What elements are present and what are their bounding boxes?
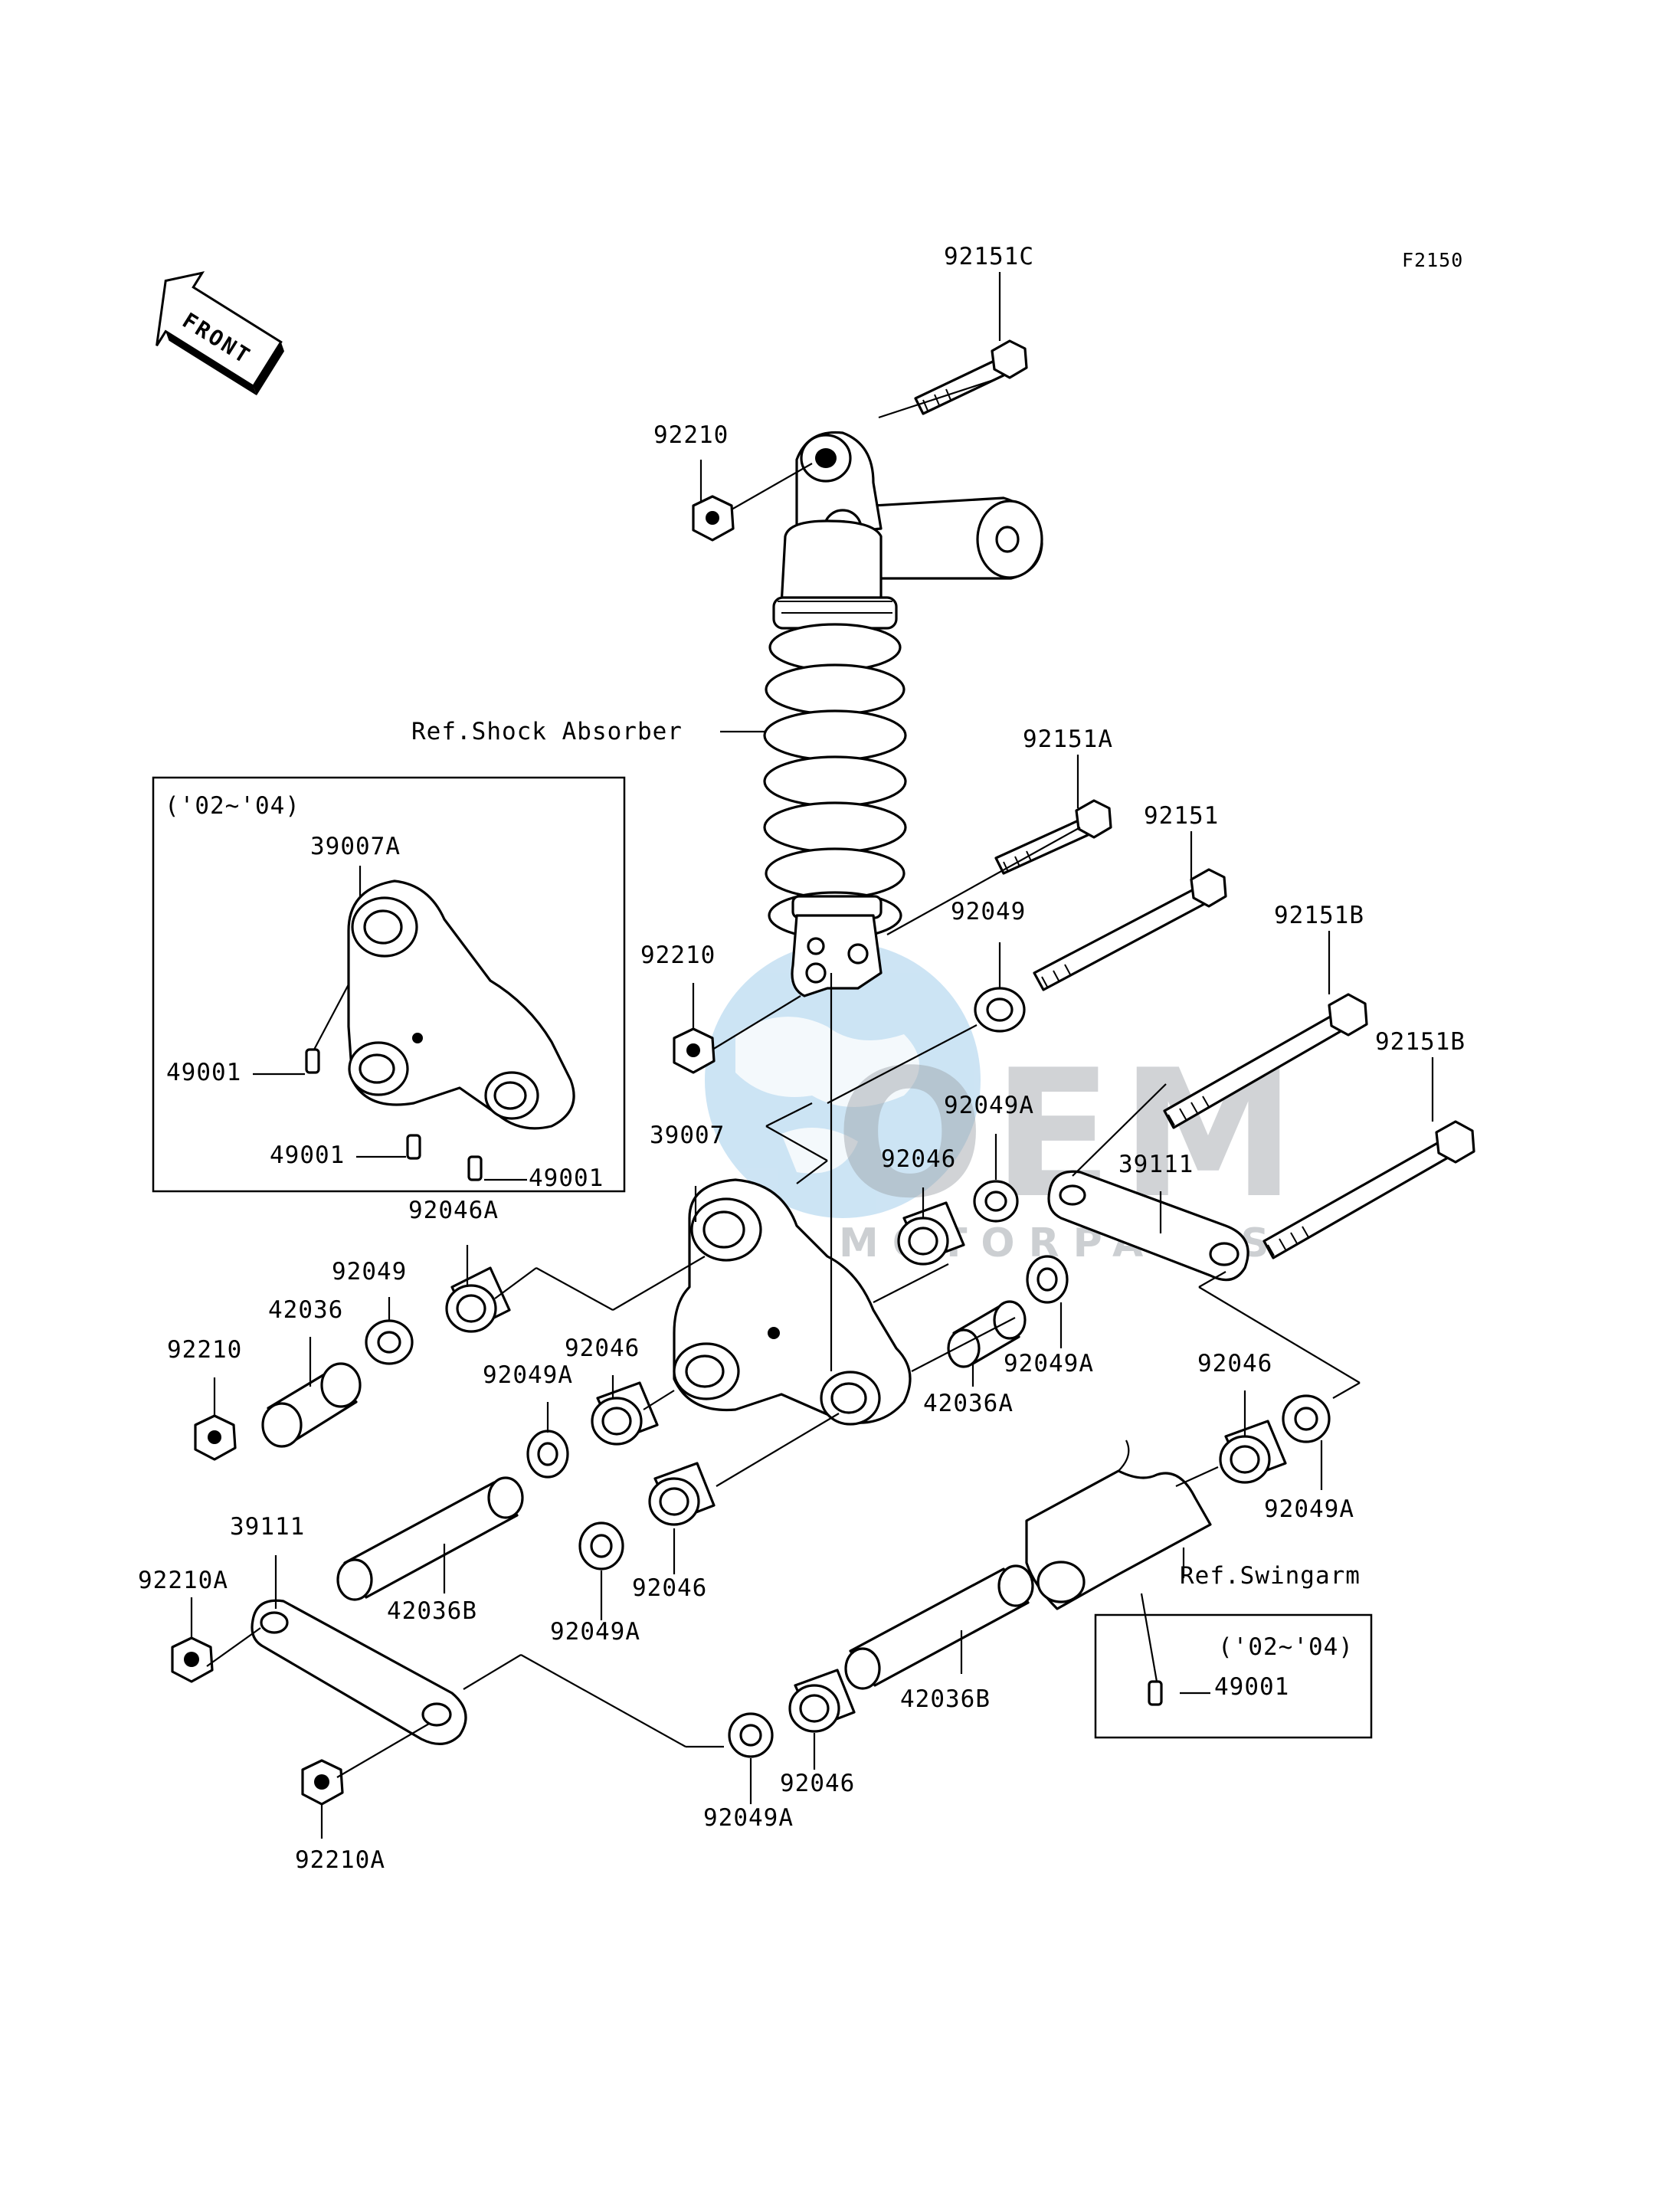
label-49001-b: 49001	[270, 1141, 345, 1169]
washer-92049A-right1	[1026, 1255, 1069, 1304]
washer-92049A-upper	[973, 1180, 1019, 1223]
bearing-92046-bottom	[788, 1669, 856, 1733]
label-92046-bottom: 92046	[780, 1770, 855, 1797]
label-92210A-upper: 92210A	[138, 1567, 228, 1594]
label-39007A: 39007A	[310, 833, 401, 860]
label-ref-shock-absorber: Ref.Shock Absorber	[411, 718, 683, 745]
label-92046-lower: 92046	[632, 1574, 707, 1602]
label-49001-a: 49001	[166, 1059, 241, 1086]
bolt-92151C	[914, 339, 1028, 415]
leader-lines	[190, 272, 1434, 1839]
nut-92210-top	[692, 495, 735, 542]
label-92049-upper: 92049	[951, 898, 1026, 925]
label-49001-d: 49001	[1214, 1673, 1289, 1701]
washer-92049-left	[365, 1319, 414, 1365]
nut-92210-left	[194, 1414, 237, 1461]
label-42036A: 42036A	[923, 1390, 1014, 1417]
sleeve-42036	[261, 1362, 362, 1448]
washer-92049A-lower	[578, 1521, 624, 1571]
label-92046-mid: 92046	[565, 1335, 640, 1362]
bolt-92151	[1033, 868, 1227, 991]
label-92049A-bottom: 92049A	[703, 1804, 794, 1832]
bearing-92046-mid	[591, 1381, 659, 1446]
watermark	[705, 942, 981, 1218]
label-39007: 39007	[650, 1122, 725, 1149]
part-labels: 92151C 92210 Ref.Shock Absorber 92151A 9…	[138, 243, 1465, 1874]
bolt-92151B-lower	[1262, 1120, 1475, 1259]
label-92151B-2: 92151B	[1375, 1028, 1465, 1056]
label-92046A: 92046A	[408, 1197, 499, 1224]
label-92049A-right1: 92049A	[1004, 1350, 1094, 1377]
inset-label-upper: ('02~'04)	[165, 792, 300, 820]
label-92210-mid: 92210	[640, 942, 716, 969]
washer-92049A-right2	[1282, 1394, 1331, 1443]
shock-spring	[763, 623, 907, 940]
label-42036B-right: 42036B	[900, 1685, 991, 1713]
label-ref-swingarm: Ref.Swingarm	[1180, 1562, 1361, 1590]
bearing-92046-lower	[648, 1462, 716, 1526]
bearing-92046-right	[1219, 1420, 1287, 1484]
label-92210-left: 92210	[167, 1336, 242, 1364]
nut-92210A-lower	[301, 1759, 344, 1806]
inset-label-lower: ('02~'04)	[1218, 1633, 1354, 1661]
washer-92049A-bottom	[728, 1712, 774, 1758]
bolt-92151A	[994, 799, 1112, 875]
grease-nipple-d	[1148, 1680, 1163, 1706]
tie-rod-39111-right	[1047, 1170, 1249, 1282]
label-42036: 42036	[268, 1296, 343, 1324]
label-92151C: 92151C	[944, 243, 1034, 270]
bolt-92151B-upper	[1163, 993, 1368, 1129]
front-arrow-icon: FRONT	[156, 271, 285, 396]
nut-92210A-upper	[171, 1636, 214, 1683]
washer-92049-upper	[974, 987, 1026, 1033]
label-92046-upper: 92046	[881, 1145, 956, 1173]
grease-nipple-a	[305, 1048, 320, 1074]
label-92210A-lower: 92210A	[295, 1846, 385, 1874]
label-92049-left: 92049	[332, 1258, 407, 1286]
label-92049A-upper: 92049A	[944, 1092, 1034, 1119]
inset-box-upper	[152, 776, 626, 1193]
label-92151B-1: 92151B	[1274, 902, 1364, 929]
label-92049A-lower: 92049A	[550, 1618, 640, 1646]
grease-nipple-c	[467, 1155, 483, 1181]
label-42036B-left: 42036B	[387, 1597, 477, 1625]
rocker-arm-39007	[673, 1178, 912, 1426]
shock-absorber	[763, 431, 1043, 997]
label-49001-c: 49001	[529, 1164, 604, 1192]
label-92151: 92151	[1144, 802, 1219, 830]
label-92046-right: 92046	[1197, 1350, 1272, 1377]
label-39111-left: 39111	[230, 1513, 305, 1541]
swingarm-ref	[1025, 1439, 1212, 1610]
label-39111-right: 39111	[1118, 1151, 1194, 1178]
washer-92049A-mid	[526, 1430, 569, 1479]
bearing-92046A	[445, 1266, 511, 1333]
sleeve-42036B-right	[844, 1564, 1034, 1690]
rocker-arm-39007A	[347, 879, 575, 1130]
label-92151A: 92151A	[1023, 725, 1113, 753]
grease-nipple-b	[406, 1134, 421, 1160]
label-92049A-mid: 92049A	[483, 1361, 573, 1389]
label-92210-top: 92210	[653, 421, 729, 449]
bearing-92046-upper	[897, 1201, 965, 1266]
inset-box-lower	[1094, 1613, 1373, 1739]
figure-code: F2150	[1402, 249, 1463, 271]
label-92049A-right2: 92049A	[1264, 1495, 1354, 1523]
tie-rod-39111-left	[251, 1599, 467, 1745]
sleeve-42036B-left	[336, 1476, 524, 1601]
